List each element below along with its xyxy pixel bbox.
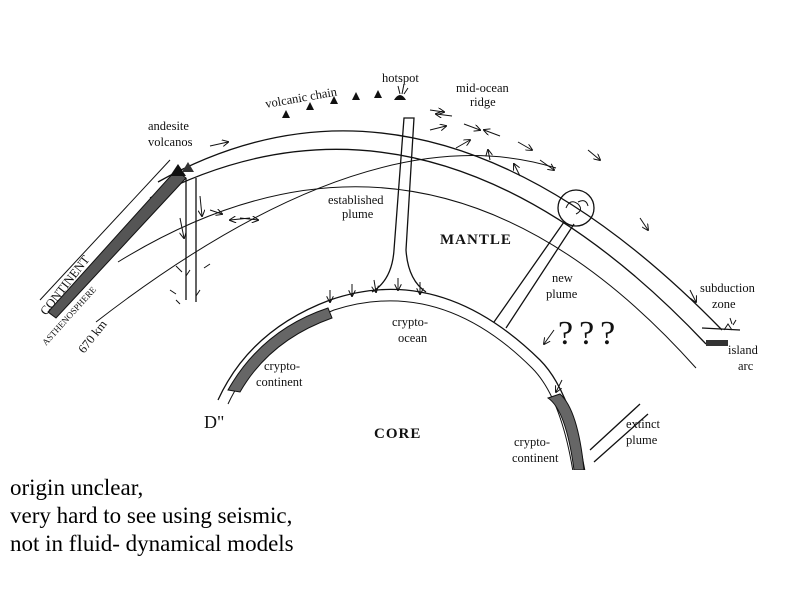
caption-line-1: origin unclear, [10, 475, 144, 500]
label-extinct-2: plume [626, 433, 658, 447]
island-arc-block [706, 340, 728, 346]
crypto-continent-right [546, 393, 585, 471]
label-subduction-1: subduction [700, 281, 756, 295]
caption: origin unclear, very hard to see using s… [10, 474, 294, 558]
lithosphere-base-arc [149, 148, 707, 345]
surface-arc [157, 130, 723, 331]
label-crypto-ocean-2: ocean [398, 331, 428, 345]
label-mid-ocean-1: mid-ocean [456, 81, 510, 95]
andesite-volcano-icon [170, 162, 194, 176]
label-crypto-continent-right-2: continent [512, 451, 559, 465]
label-andesite-1: andesite [148, 119, 189, 133]
flow-arrows [180, 110, 696, 392]
label-established-2: plume [342, 207, 374, 221]
caption-line-2: very hard to see using seismic, [10, 503, 293, 528]
label-island-arc-1: island [728, 343, 759, 357]
label-established-1: established [328, 193, 384, 207]
right-subduction-slab [701, 327, 741, 331]
label-crypto-ocean-1: crypto- [392, 315, 428, 329]
volcanic-chain-marks [282, 90, 382, 118]
label-670km: 670 km [75, 317, 110, 356]
new-plume-swirl [565, 200, 589, 215]
transition-670km-arc [95, 155, 557, 323]
core-mantle-boundary [217, 288, 587, 479]
label-volcanic-chain: volcanic chain [264, 84, 339, 111]
label-new-plume-2: plume [546, 287, 578, 301]
new-plume-head [557, 189, 595, 227]
continent-slab [47, 169, 187, 319]
established-plume [371, 117, 427, 293]
extinct-plume [589, 403, 649, 463]
asthenosphere-arc [117, 186, 697, 369]
crypto-continent-left [227, 307, 333, 393]
descent-hatching [169, 263, 211, 305]
continent-outline [39, 159, 171, 301]
label-hotspot: hotspot [382, 71, 419, 85]
label-core: CORE [374, 426, 421, 442]
label-question-marks: ??? [558, 315, 621, 352]
label-extinct-1: extinct [626, 417, 661, 431]
label-crypto-continent-right-1: crypto- [514, 435, 550, 449]
label-subduction-2: zone [712, 297, 736, 311]
hotspot-icon [394, 83, 409, 100]
island-arc-icon [723, 317, 737, 331]
label-crypto-continent-left-2: continent [256, 375, 303, 389]
label-island-arc-2: arc [738, 359, 754, 373]
label-andesite-2: volcanos [148, 135, 193, 149]
label-crypto-continent-left-1: crypto- [264, 359, 300, 373]
label-new-plume-1: new [552, 271, 573, 285]
label-mantle: MANTLE [440, 232, 512, 248]
label-mid-ocean-2: ridge [470, 95, 496, 109]
earth-cross-section: hotspot volcanic chain mid-ocean ridge a… [37, 71, 759, 479]
new-plume-stem [493, 221, 575, 329]
caption-line-3: not in fluid- dynamical models [10, 531, 294, 556]
label-d-double-prime: D" [204, 412, 224, 432]
